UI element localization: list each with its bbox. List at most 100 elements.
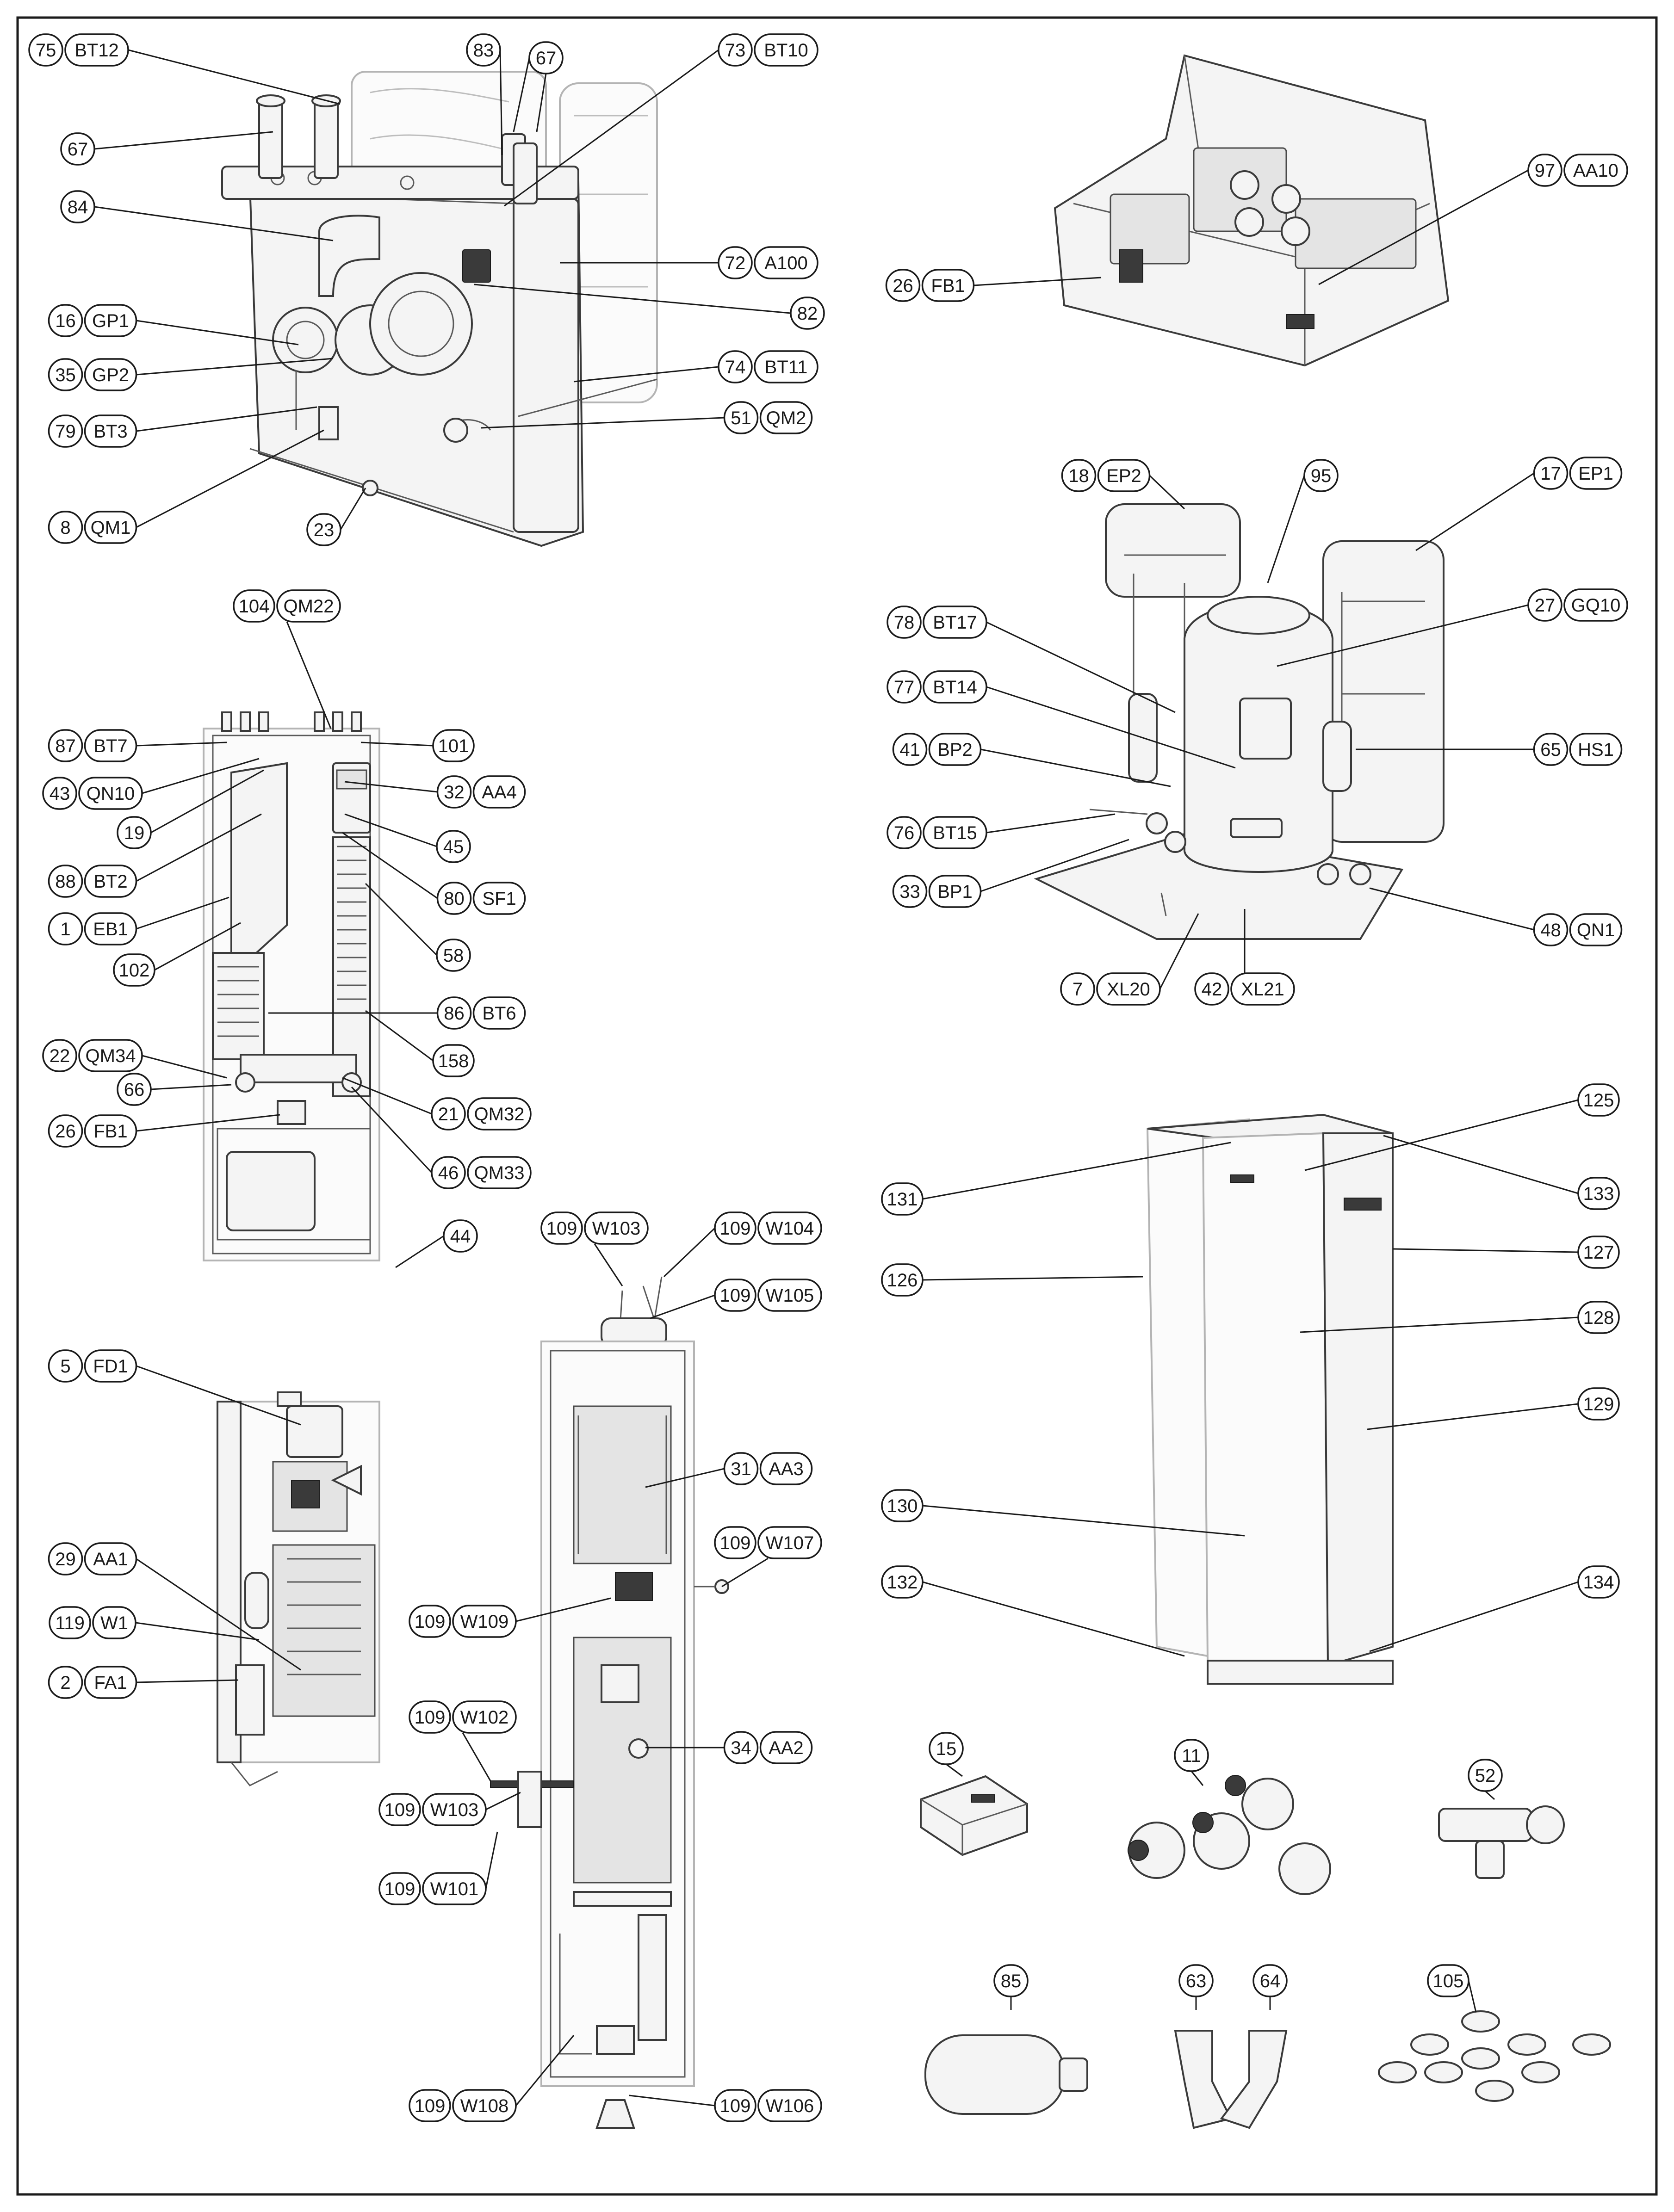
leader-line-l27	[1277, 604, 1529, 667]
callout-code: QM2	[766, 408, 806, 428]
callout-l45: 45	[344, 813, 471, 863]
callout-number: 77	[894, 677, 915, 698]
code-bubble	[757, 2089, 822, 2122]
leader-line-l79	[136, 406, 317, 432]
leader-line-l31	[645, 1468, 725, 1488]
callout-number: 78	[894, 612, 915, 633]
leader-line-l104	[286, 621, 332, 729]
callout-number: 101	[438, 736, 469, 756]
callout-number: 102	[119, 960, 150, 981]
leader-line-l134	[1369, 1581, 1579, 1652]
number-bubble	[431, 1156, 466, 1189]
leader-line-l133	[1383, 1135, 1579, 1194]
callout-number: 128	[1583, 1308, 1614, 1328]
callout-code: GP2	[92, 365, 129, 385]
callout-code: FB1	[931, 276, 965, 296]
number-bubble	[48, 358, 83, 391]
number-bubble	[409, 1605, 451, 1638]
accessories-illustration	[920, 1775, 1611, 2129]
callout-l83: 83	[466, 33, 503, 155]
callout-code: XL21	[1241, 979, 1284, 1000]
callout-l158: 158	[365, 1010, 475, 1077]
leader-line-l77	[986, 686, 1236, 769]
number-bubble	[540, 1211, 583, 1245]
code-bubble	[1569, 457, 1623, 490]
callout-code: EP2	[1106, 466, 1141, 486]
number-bubble	[892, 875, 928, 908]
callout-l102: 102	[113, 922, 241, 987]
number-bubble	[48, 1349, 83, 1383]
leader-line-l45	[344, 813, 437, 847]
number-bubble	[1061, 459, 1097, 492]
leader-line-l8	[136, 429, 324, 528]
callout-number: 73	[725, 40, 746, 61]
callout-number: 88	[55, 871, 76, 892]
leader-line-l132	[922, 1581, 1185, 1657]
number-bubble	[929, 1732, 964, 1765]
leader-line-l102	[154, 922, 241, 971]
callout-number: 32	[444, 782, 465, 803]
code-bubble	[1569, 733, 1623, 766]
callout-number: 11	[1182, 1746, 1201, 1766]
callout-code: FA1	[94, 1673, 127, 1693]
number-bubble	[1527, 154, 1562, 187]
page-frame	[16, 16, 1658, 2196]
callout-number: 26	[55, 1121, 76, 1142]
callout-number: 29	[55, 1549, 76, 1569]
number-bubble	[432, 1044, 475, 1077]
callout-number: 46	[438, 1163, 459, 1183]
number-bubble	[1303, 459, 1339, 492]
number-bubble	[1533, 733, 1569, 766]
number-bubble	[1577, 1565, 1620, 1599]
leader-line-lw103a	[594, 1243, 623, 1286]
callout-number: 129	[1583, 1394, 1614, 1415]
callout-l101: 101	[360, 729, 475, 762]
code-bubble	[452, 1700, 517, 1734]
callout-code: W1	[100, 1613, 128, 1633]
leader-line-lw104	[663, 1227, 716, 1278]
callout-l82: 82	[474, 284, 825, 330]
callout-code: EP1	[1578, 463, 1613, 484]
callout-number: 109	[384, 1879, 415, 1899]
callout-number: 67	[536, 48, 557, 68]
code-bubble	[84, 1542, 137, 1576]
callout-l95: 95	[1267, 459, 1339, 583]
leader-line-l7	[1159, 913, 1199, 989]
callout-l44: 44	[395, 1219, 478, 1268]
callout-number: 84	[68, 197, 88, 217]
callout-l67b: 67	[60, 131, 273, 166]
code-bubble	[759, 1731, 813, 1764]
number-bubble	[48, 1542, 83, 1576]
leader-line-l15	[946, 1763, 963, 1777]
number-bubble	[718, 350, 753, 383]
leader-line-l83	[499, 49, 503, 155]
number-bubble	[48, 912, 83, 945]
leader-line-l11	[1190, 1771, 1204, 1786]
number-bubble	[432, 729, 475, 762]
callout-number: 19	[124, 823, 145, 843]
callout-code: A100	[764, 253, 807, 273]
leader-line-l158	[365, 1010, 434, 1062]
number-bubble	[378, 1793, 421, 1826]
number-bubble	[42, 1039, 77, 1072]
number-bubble	[436, 882, 472, 915]
code-bubble	[754, 33, 818, 67]
number-bubble	[436, 775, 472, 809]
callout-l133: 133	[1383, 1135, 1620, 1210]
code-bubble	[1097, 459, 1151, 492]
